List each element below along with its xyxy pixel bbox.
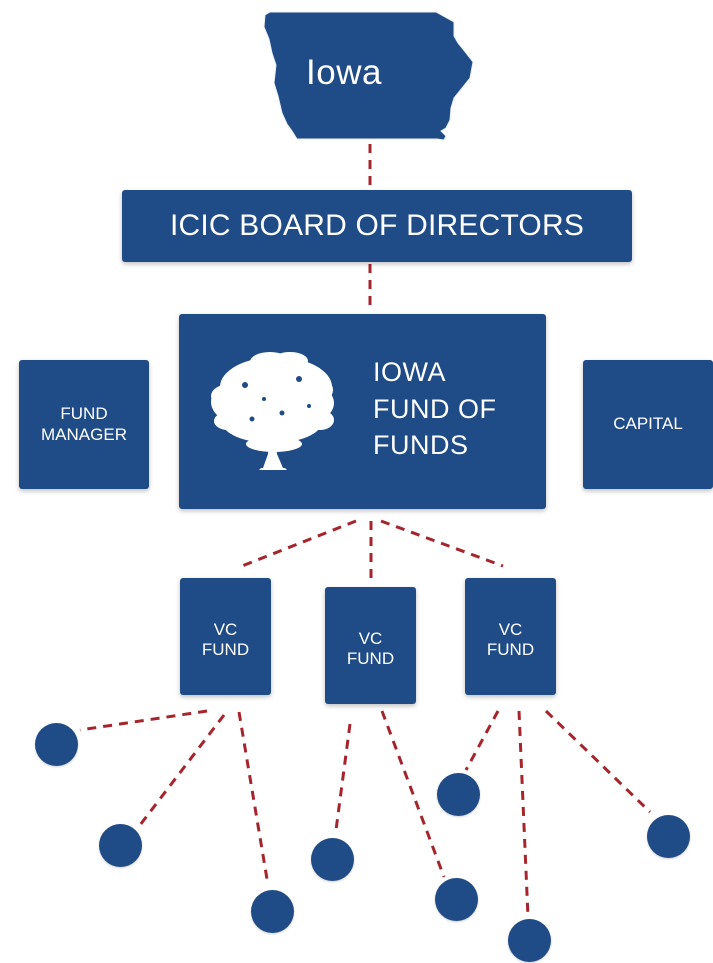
portfolio-node-2 [99, 824, 142, 867]
state-label: Iowa [306, 53, 382, 92]
board-of-directors-box: ICIC BOARD OF DIRECTORS [122, 190, 632, 262]
fund-manager-box: FUND MANAGER [19, 360, 149, 489]
fund-of-funds-label: IOWA FUND OF FUNDS [373, 354, 496, 464]
connector-fof-vc1 [241, 519, 357, 568]
vc-fund-2-line1: VC [358, 629, 383, 648]
vc-fund-3-line1: VC [498, 620, 523, 639]
fund-manager-line2: MANAGER [41, 424, 127, 444]
connector-vc2-node4 [334, 723, 352, 831]
fund-of-funds-line1: IOWA [373, 357, 446, 387]
connector-vc2-node5 [380, 710, 446, 878]
vc-fund-box-2: VC FUND [325, 587, 416, 704]
portfolio-node-7 [508, 919, 551, 962]
vc-fund-box-1: VC FUND [180, 578, 271, 695]
capital-box: CAPITAL [583, 360, 713, 489]
fund-of-funds-line3: FUNDS [373, 430, 469, 461]
board-label: ICIC BOARD OF DIRECTORS [169, 208, 585, 242]
connector-vc1-node1 [79, 709, 208, 732]
vc-fund-1-line1: VC [213, 620, 238, 639]
fund-of-funds-line2: FUND OF [373, 393, 497, 424]
oak-tree-icon [211, 352, 334, 470]
fund-of-funds-box: IOWA FUND OF FUNDS [179, 314, 546, 509]
capital-label: CAPITAL [613, 414, 683, 434]
portfolio-node-3 [251, 890, 294, 933]
connector-vc3-node8 [544, 709, 652, 814]
portfolio-node-8 [647, 815, 690, 858]
vc-fund-1-line2: FUND [201, 640, 250, 660]
vc-fund-2-line2: FUND [346, 649, 395, 669]
vc-fund-3-line2: FUND [486, 640, 535, 660]
portfolio-node-1 [35, 723, 78, 766]
portfolio-node-6 [437, 773, 480, 816]
connector-vc1-node2 [135, 714, 226, 830]
vc-fund-box-3: VC FUND [465, 578, 556, 695]
connector-vc3-node7 [517, 710, 530, 918]
portfolio-node-5 [435, 878, 478, 921]
connector-vc1-node3 [237, 711, 270, 886]
connector-vc3-node6 [464, 710, 500, 771]
connector-fof-vc3 [380, 519, 504, 568]
fund-manager-line1: FUND [60, 404, 108, 424]
portfolio-node-4 [311, 838, 354, 881]
